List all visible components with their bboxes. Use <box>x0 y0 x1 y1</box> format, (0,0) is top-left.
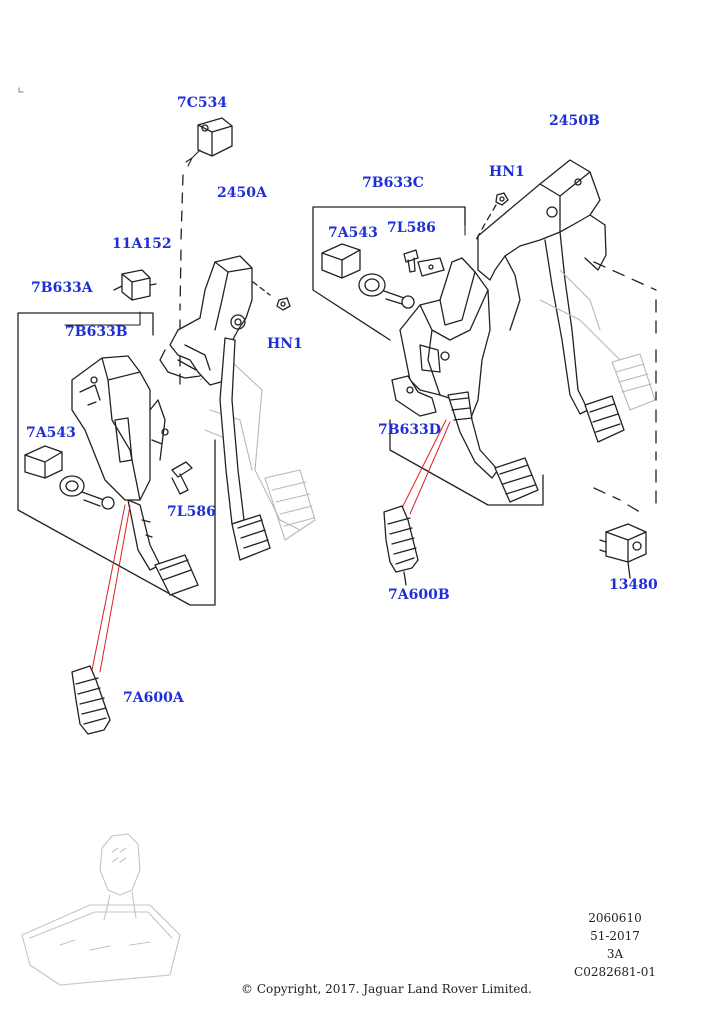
reference-line-3: 3A <box>606 947 624 961</box>
reference-block: 2060610 51-2017 3A C0282681-01 <box>572 909 658 981</box>
actuator-7A543-right <box>321 243 415 309</box>
box-7B633A <box>17 312 216 606</box>
ghost-pedal-left <box>199 359 316 541</box>
boot-7A600A <box>71 665 111 735</box>
actuator-7A543-left <box>24 445 115 510</box>
leader-lines-left <box>91 504 131 673</box>
callout-7L586-right[interactable]: 7L586 <box>387 220 436 236</box>
pin-7L586-right <box>403 249 419 273</box>
callout-11A152[interactable]: 11A152 <box>112 236 172 252</box>
corner-tick <box>18 87 24 93</box>
boot-7A600B <box>383 505 419 586</box>
callout-HN1-right[interactable]: HN1 <box>489 164 525 180</box>
ghost-gear-shifter <box>21 833 181 986</box>
callout-7A543-left[interactable]: 7A543 <box>26 425 76 441</box>
guide-13480 <box>593 261 657 516</box>
callout-7B633A[interactable]: 7B633A <box>31 280 93 296</box>
reference-line-1: 2060610 <box>588 911 642 925</box>
pedal-box-2450A <box>159 255 271 561</box>
callout-HN1-left[interactable]: HN1 <box>267 336 303 352</box>
copyright-notice: © Copyright, 2017. Jaguar Land Rover Lim… <box>241 982 532 996</box>
callout-7C534[interactable]: 7C534 <box>177 95 228 111</box>
callout-7A600B[interactable]: 7A600B <box>388 587 450 603</box>
reference-line-4: C0282681-01 <box>574 965 656 979</box>
callout-7A600A[interactable]: 7A600A <box>123 690 184 706</box>
switch-13480 <box>599 523 647 579</box>
callout-7A543-right[interactable]: 7A543 <box>328 225 378 241</box>
switch-7C534 <box>185 117 233 167</box>
callout-7B633C[interactable]: 7B633C <box>362 175 424 191</box>
callout-7B633B[interactable]: 7B633B <box>65 324 128 340</box>
pedal-arm-left <box>127 499 199 596</box>
bracket-7B633C <box>399 257 491 421</box>
nut-HN1-left <box>252 281 291 311</box>
callout-13480[interactable]: 13480 <box>609 577 658 593</box>
reference-line-2: 51-2017 <box>590 929 640 943</box>
pedal-box-2450B <box>477 159 625 443</box>
pedal-arm-right <box>447 391 539 503</box>
guide-7C534 <box>179 174 184 391</box>
nut-HN1-right <box>475 192 509 241</box>
callout-7L586-left[interactable]: 7L586 <box>167 504 216 520</box>
bracket-7B633B <box>71 355 169 501</box>
pin-7L586-left <box>171 461 193 495</box>
callout-2450A[interactable]: 2450A <box>217 185 267 201</box>
callout-2450B[interactable]: 2450B <box>549 113 600 129</box>
box-7B633B-bracket <box>64 311 141 326</box>
sensor-11A152 <box>113 269 157 301</box>
leader-lines-right <box>399 419 451 515</box>
ghost-pedal-right <box>539 269 656 411</box>
callout-7B633D[interactable]: 7B633D <box>378 422 441 438</box>
bracket-7B633D <box>391 375 437 417</box>
